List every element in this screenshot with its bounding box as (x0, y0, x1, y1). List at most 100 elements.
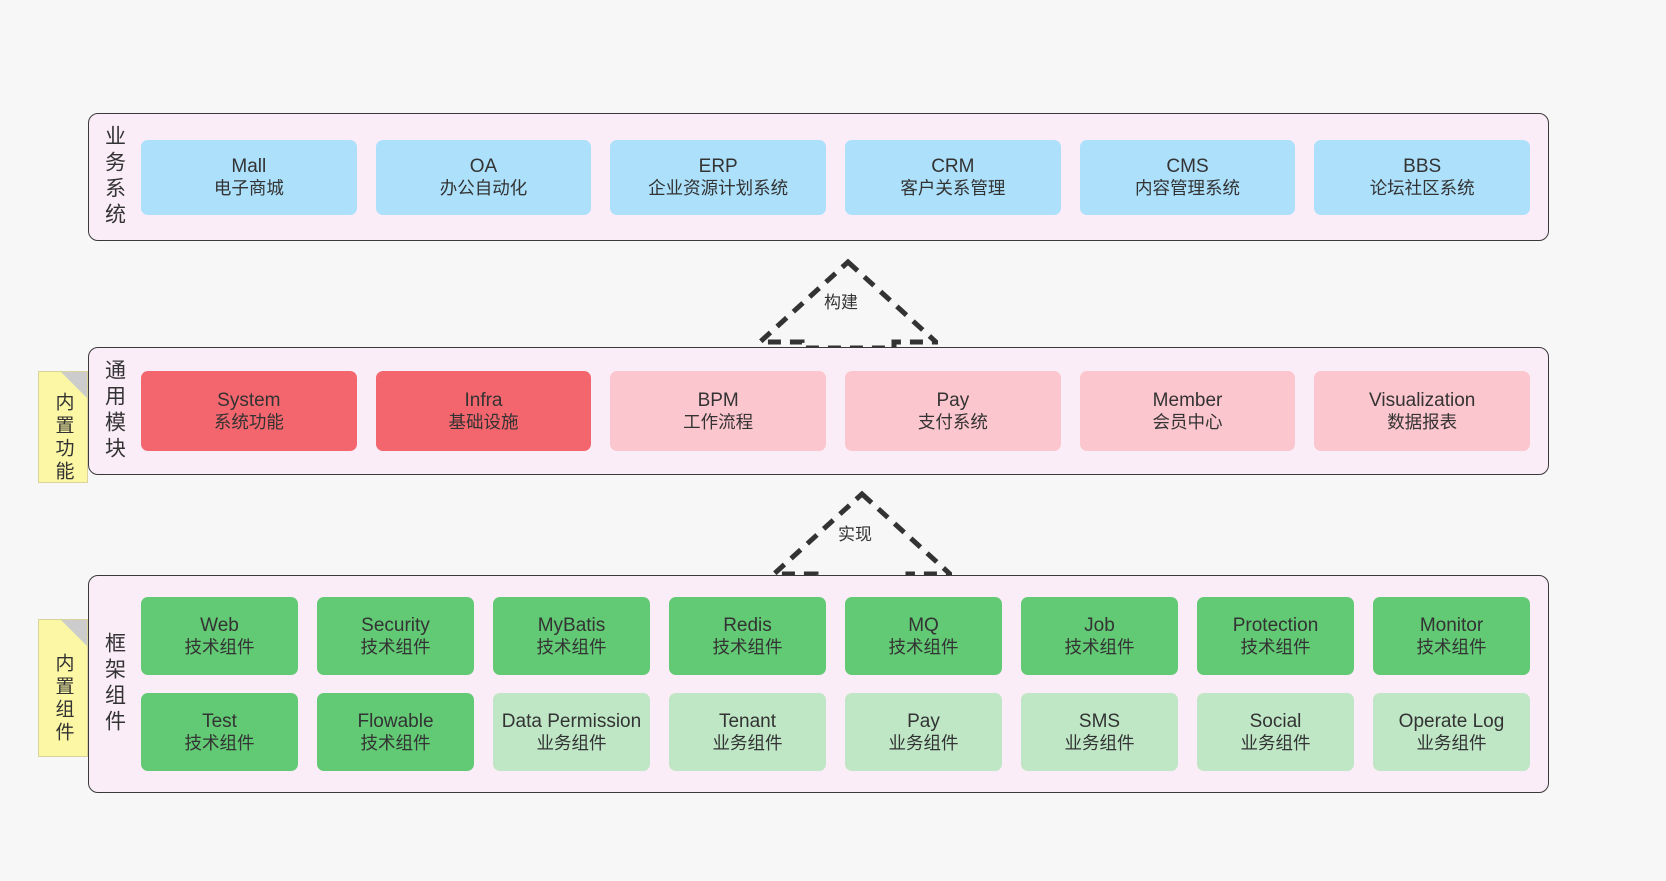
module-card-cms[interactable]: CMS 内容管理系统 (1079, 139, 1296, 215)
module-subtitle: 基础设施 (448, 411, 519, 432)
module-name: System (217, 389, 281, 411)
sticky-note-text: 内置组件 (52, 653, 74, 745)
sticky-note-builtin-component[interactable]: 内置组件 (38, 619, 88, 757)
sticky-note-builtin-feature[interactable]: 内置功能 (38, 371, 88, 484)
component-subtitle: 业务组件 (888, 732, 959, 753)
layer-row: Mall 电子商城 OA 办公自动化 ERP 企业资源计划系统 CRM 客户关系… (141, 139, 1531, 215)
component-card-security[interactable]: Security 技术组件 (317, 597, 474, 675)
component-card-sms[interactable]: SMS 业务组件 (1021, 693, 1178, 771)
module-card-member[interactable]: Member 会员中心 (1079, 371, 1296, 451)
component-subtitle: 技术组件 (1416, 636, 1487, 657)
component-name: Social (1249, 710, 1302, 732)
component-card-flowable[interactable]: Flowable 技术组件 (317, 693, 474, 771)
module-name: BPM (697, 389, 739, 411)
component-subtitle: 技术组件 (184, 732, 255, 753)
module-card-erp[interactable]: ERP 企业资源计划系统 (610, 139, 827, 215)
component-name: SMS (1078, 710, 1121, 732)
layer-title-common-text: 通用模块 (102, 359, 126, 463)
component-name: Test (202, 710, 237, 732)
component-card-mybatis[interactable]: MyBatis 技术组件 (493, 597, 650, 675)
module-card-bbs[interactable]: BBS 论坛社区系统 (1314, 139, 1531, 215)
module-card-infra[interactable]: Infra 基础设施 (375, 371, 592, 451)
component-subtitle: 业务组件 (536, 732, 607, 753)
component-card-job[interactable]: Job 技术组件 (1021, 597, 1178, 675)
component-name: MyBatis (537, 614, 606, 636)
arrow-implement: 实现 (767, 490, 957, 583)
module-name: Mall (231, 155, 267, 177)
module-subtitle: 论坛社区系统 (1369, 177, 1475, 198)
component-name: Security (361, 614, 430, 636)
module-subtitle: 电子商城 (213, 177, 284, 198)
component-card-data-permission[interactable]: Data Permission 业务组件 (493, 693, 650, 771)
component-card-web[interactable]: Web 技术组件 (141, 597, 298, 675)
module-card-oa[interactable]: OA 办公自动化 (375, 139, 592, 215)
module-card-mall[interactable]: Mall 电子商城 (141, 139, 357, 215)
component-subtitle: 技术组件 (184, 636, 255, 657)
layer-business-system[interactable]: 业务系统 Mall 电子商城 OA 办公自动化 ERP 企业资源计划系统 CRM (88, 113, 1549, 241)
component-subtitle: 技术组件 (1064, 636, 1135, 657)
module-name: BBS (1403, 155, 1442, 177)
arrow-implement-label: 实现 (838, 525, 872, 544)
component-subtitle: 技术组件 (536, 636, 607, 657)
component-name: Job (1084, 614, 1115, 636)
arrow-build-label: 构建 (824, 293, 858, 312)
module-name: ERP (698, 155, 738, 177)
component-card-tenant[interactable]: Tenant 业务组件 (669, 693, 826, 771)
module-card-visualization[interactable]: Visualization 数据报表 (1314, 371, 1531, 451)
component-card-operate-log[interactable]: Operate Log 业务组件 (1373, 693, 1530, 771)
component-card-protection[interactable]: Protection 技术组件 (1197, 597, 1354, 675)
layer-title-business-text: 业务系统 (102, 125, 126, 229)
module-name: Pay (936, 389, 970, 411)
module-name: Member (1152, 389, 1223, 411)
component-subtitle: 技术组件 (1240, 636, 1311, 657)
component-card-monitor[interactable]: Monitor 技术组件 (1373, 597, 1530, 675)
component-name: Web (200, 614, 239, 636)
layer-row: Test 技术组件 Flowable 技术组件 Data Permission … (141, 693, 1530, 771)
module-subtitle: 办公自动化 (439, 177, 528, 198)
layer-body-common: System 系统功能 Infra 基础设施 BPM 工作流程 Pay 支付系统… (135, 348, 1548, 474)
module-card-system[interactable]: System 系统功能 (141, 371, 357, 451)
component-card-pay[interactable]: Pay 业务组件 (845, 693, 1002, 771)
module-card-bpm[interactable]: BPM 工作流程 (610, 371, 827, 451)
component-name: Tenant (718, 710, 777, 732)
component-card-mq[interactable]: MQ 技术组件 (845, 597, 1002, 675)
module-card-pay[interactable]: Pay 支付系统 (845, 371, 1061, 451)
component-subtitle: 业务组件 (712, 732, 783, 753)
component-name: Data Permission (501, 710, 642, 732)
component-card-redis[interactable]: Redis 技术组件 (669, 597, 826, 675)
component-card-test[interactable]: Test 技术组件 (141, 693, 298, 771)
module-subtitle: 企业资源计划系统 (648, 177, 789, 198)
component-subtitle: 技术组件 (360, 636, 431, 657)
component-name: Operate Log (1398, 710, 1505, 732)
layer-body-framework: Web 技术组件 Security 技术组件 MyBatis 技术组件 Redi… (135, 576, 1548, 792)
module-name: Visualization (1369, 389, 1476, 411)
component-subtitle: 业务组件 (1064, 732, 1135, 753)
component-name: Protection (1232, 614, 1319, 636)
layer-common-module[interactable]: 通用模块 System 系统功能 Infra 基础设施 BPM 工作流程 Pay (88, 347, 1549, 475)
component-name: Redis (723, 614, 772, 636)
component-name: Monitor (1419, 614, 1484, 636)
module-name: OA (469, 155, 498, 177)
module-subtitle: 会员中心 (1152, 411, 1223, 432)
component-card-social[interactable]: Social 业务组件 (1197, 693, 1354, 771)
layer-title-framework: 框架组件 (89, 576, 135, 792)
layer-title-framework-text: 框架组件 (102, 632, 126, 736)
arrow-build: 构建 (753, 258, 943, 351)
component-subtitle: 技术组件 (888, 636, 959, 657)
sticky-note-text: 内置功能 (52, 392, 74, 484)
module-subtitle: 客户关系管理 (900, 177, 1006, 198)
layer-row: System 系统功能 Infra 基础设施 BPM 工作流程 Pay 支付系统… (141, 371, 1531, 451)
module-subtitle: 数据报表 (1387, 411, 1458, 432)
module-subtitle: 工作流程 (683, 411, 754, 432)
component-name: MQ (908, 614, 939, 636)
component-subtitle: 技术组件 (360, 732, 431, 753)
module-name: Infra (464, 389, 503, 411)
module-name: CMS (1166, 155, 1209, 177)
module-subtitle: 系统功能 (213, 411, 284, 432)
note-fold-corner-icon (61, 620, 87, 646)
layer-framework-component[interactable]: 框架组件 Web 技术组件 Security 技术组件 MyBatis 技术组件… (88, 575, 1549, 793)
module-card-crm[interactable]: CRM 客户关系管理 (845, 139, 1061, 215)
component-name: Flowable (357, 710, 434, 732)
layer-title-common: 通用模块 (89, 348, 135, 474)
